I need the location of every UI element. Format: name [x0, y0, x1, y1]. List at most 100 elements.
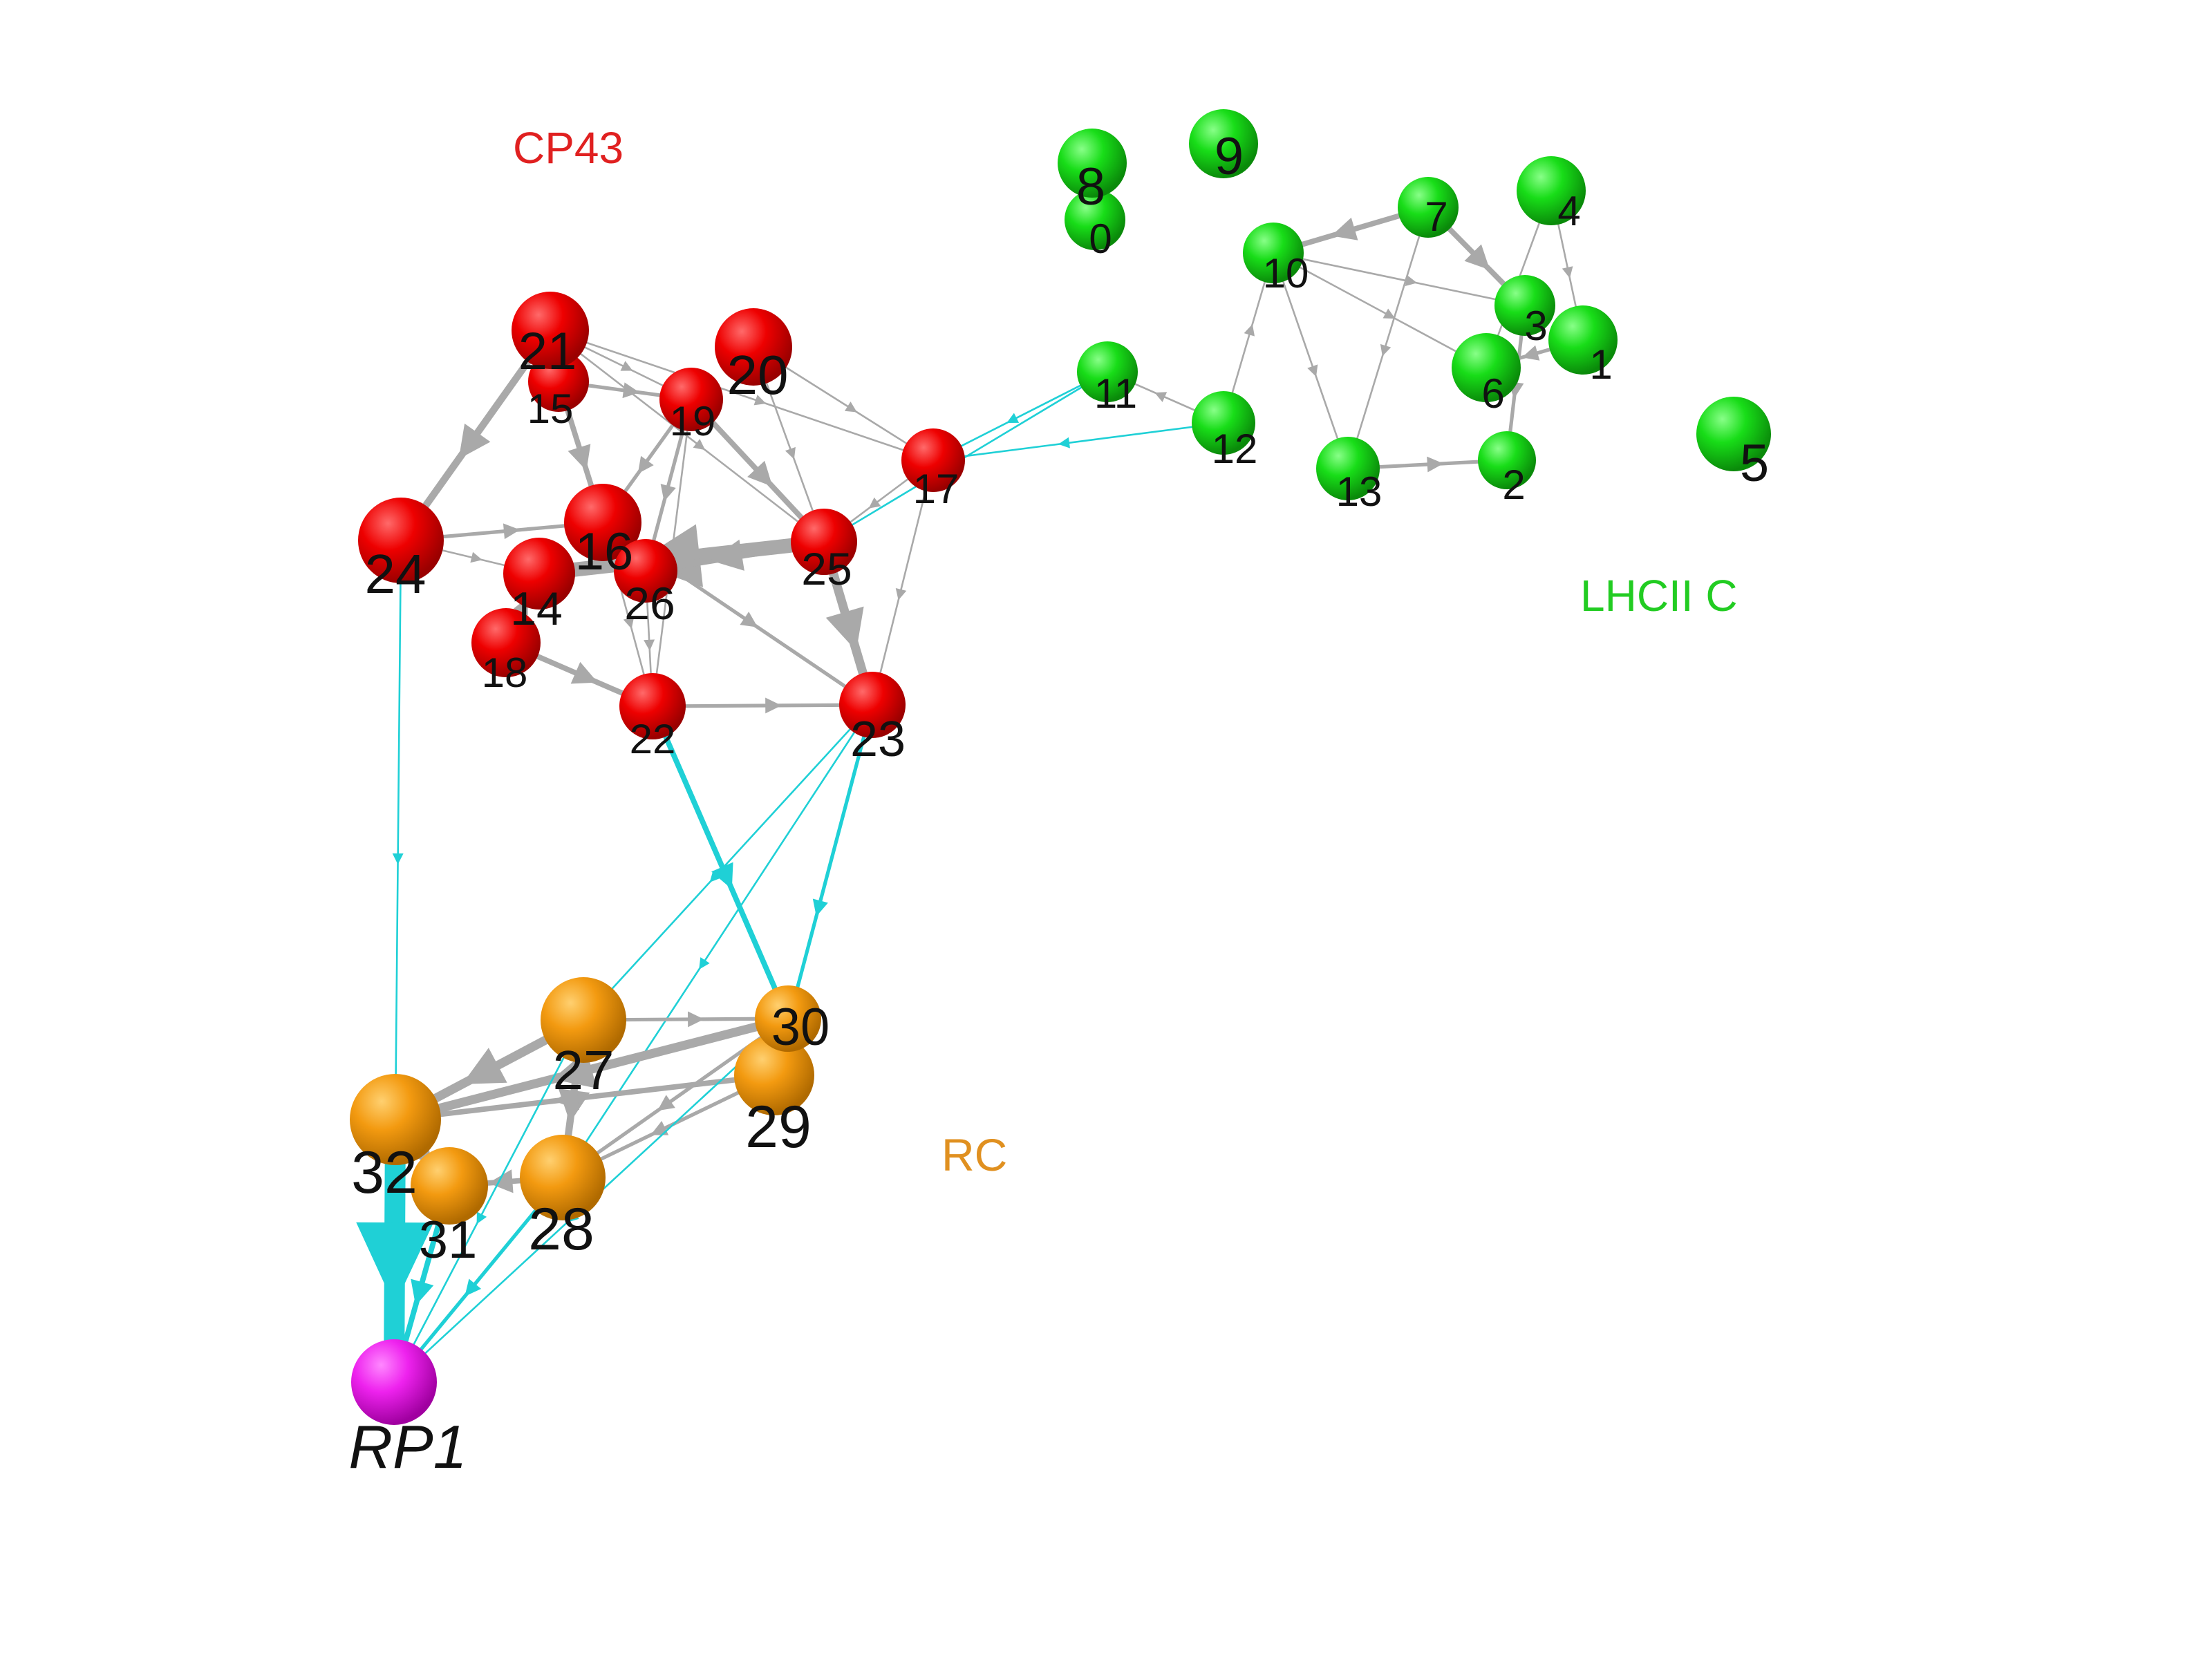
edge-arrowhead — [1331, 217, 1358, 240]
edge-line — [823, 370, 1109, 543]
edge-line — [549, 329, 935, 462]
node-8[interactable] — [1058, 129, 1127, 198]
node-label-8: 8 — [1076, 158, 1105, 216]
node-3[interactable] — [1494, 275, 1555, 336]
edge-arrowhead — [554, 1086, 580, 1111]
node-2[interactable] — [1478, 431, 1536, 489]
edge-arrowhead — [765, 697, 782, 714]
edge-arrowhead — [644, 639, 655, 651]
node-label-14: 14 — [510, 583, 563, 635]
edge-28-to-RP1 — [392, 1175, 565, 1384]
edge-arrowhead — [503, 523, 521, 540]
node-label-26: 26 — [624, 578, 675, 629]
node-12[interactable] — [1192, 391, 1255, 455]
node-31[interactable] — [411, 1147, 488, 1225]
node-label-32: 32 — [351, 1140, 418, 1206]
edge-line — [391, 1014, 793, 1124]
edge-arrowhead — [1464, 244, 1490, 270]
node-4[interactable] — [1517, 156, 1586, 225]
edge-arrowhead — [470, 551, 482, 563]
edge-arrowhead — [657, 1095, 675, 1111]
edge-arrowhead — [747, 460, 773, 487]
edge-arrowhead — [462, 1048, 507, 1084]
edge-arrowhead — [1380, 343, 1391, 357]
edge-line — [394, 539, 402, 1121]
edge-29-to-32 — [393, 1073, 777, 1122]
edge-22-to-23 — [650, 697, 874, 714]
edge-arrowhead — [458, 423, 491, 460]
edge-line — [393, 1019, 585, 1384]
node-6[interactable] — [1452, 333, 1521, 402]
node-23[interactable] — [839, 672, 906, 738]
edge-line — [561, 703, 874, 1179]
node-26[interactable] — [614, 539, 677, 603]
node-label-2: 2 — [1502, 462, 1525, 508]
node-19[interactable] — [659, 368, 723, 431]
edge-11-to-17 — [932, 370, 1109, 462]
node-label-5: 5 — [1740, 434, 1769, 493]
edge-10-to-13 — [1272, 252, 1349, 470]
node-25[interactable] — [791, 509, 857, 575]
edge-arrowhead — [620, 361, 633, 371]
edge-arrowhead — [711, 862, 733, 889]
node-label-24: 24 — [365, 543, 427, 605]
edge-arrowhead — [1562, 266, 1573, 278]
node-28[interactable] — [520, 1135, 606, 1220]
node-RP1[interactable] — [351, 1339, 437, 1425]
edge-arrowhead — [812, 898, 828, 917]
node-9[interactable] — [1189, 109, 1258, 178]
node-label-22: 22 — [630, 716, 676, 762]
node-10[interactable] — [1243, 223, 1304, 283]
node-1[interactable] — [1548, 305, 1618, 375]
node-label-28: 28 — [528, 1196, 594, 1263]
edge-arrowhead — [465, 1278, 482, 1296]
node-32[interactable] — [350, 1074, 441, 1165]
node-30[interactable] — [755, 985, 821, 1052]
node-5[interactable] — [1696, 397, 1771, 471]
edge-10-to-3 — [1272, 252, 1526, 307]
edge-arrowhead — [753, 395, 767, 406]
node-24[interactable] — [358, 498, 444, 583]
edge-arrowhead — [476, 1211, 487, 1225]
node-20[interactable] — [715, 308, 792, 386]
edge-22-to-30 — [650, 703, 791, 1021]
edge-23-to-28 — [561, 703, 874, 1179]
node-14[interactable] — [503, 538, 575, 610]
node-label-10: 10 — [1263, 250, 1309, 296]
edge-line — [650, 703, 791, 1021]
node-label-3: 3 — [1524, 303, 1547, 349]
node-17[interactable] — [901, 428, 965, 492]
node-label-6: 6 — [1481, 370, 1504, 417]
node-label-4: 4 — [1557, 188, 1580, 234]
edge-arrowhead — [1154, 392, 1168, 402]
node-label-7: 7 — [1425, 193, 1447, 240]
node-label-0: 0 — [1089, 216, 1112, 262]
edge-line — [393, 1073, 777, 1122]
node-22[interactable] — [619, 673, 686, 739]
node-21[interactable] — [512, 292, 589, 369]
node-label-18: 18 — [482, 650, 528, 696]
node-0[interactable] — [1065, 189, 1125, 250]
edge-arrowhead — [825, 606, 864, 651]
edge-arrowhead — [1382, 308, 1396, 319]
edge-arrowhead — [699, 957, 710, 970]
node-18[interactable] — [471, 608, 541, 677]
group-label-cp43: CP43 — [513, 123, 624, 173]
edge-21-to-17 — [549, 329, 935, 462]
node-13[interactable] — [1316, 437, 1380, 500]
edge-arrowhead — [1405, 275, 1418, 286]
node-27[interactable] — [541, 977, 626, 1063]
node-7[interactable] — [1398, 177, 1459, 238]
node-29[interactable] — [734, 1035, 814, 1115]
node-11[interactable] — [1077, 341, 1138, 402]
edge-17-to-23 — [871, 459, 935, 706]
node-label-RP1: RP1 — [348, 1413, 467, 1481]
node-16[interactable] — [564, 484, 641, 561]
edge-line — [932, 370, 1109, 462]
edge-arrowhead — [1006, 413, 1020, 424]
edge-line — [1272, 252, 1349, 470]
edge-arrowhead — [785, 446, 796, 460]
edge-arrowhead — [1244, 324, 1255, 337]
